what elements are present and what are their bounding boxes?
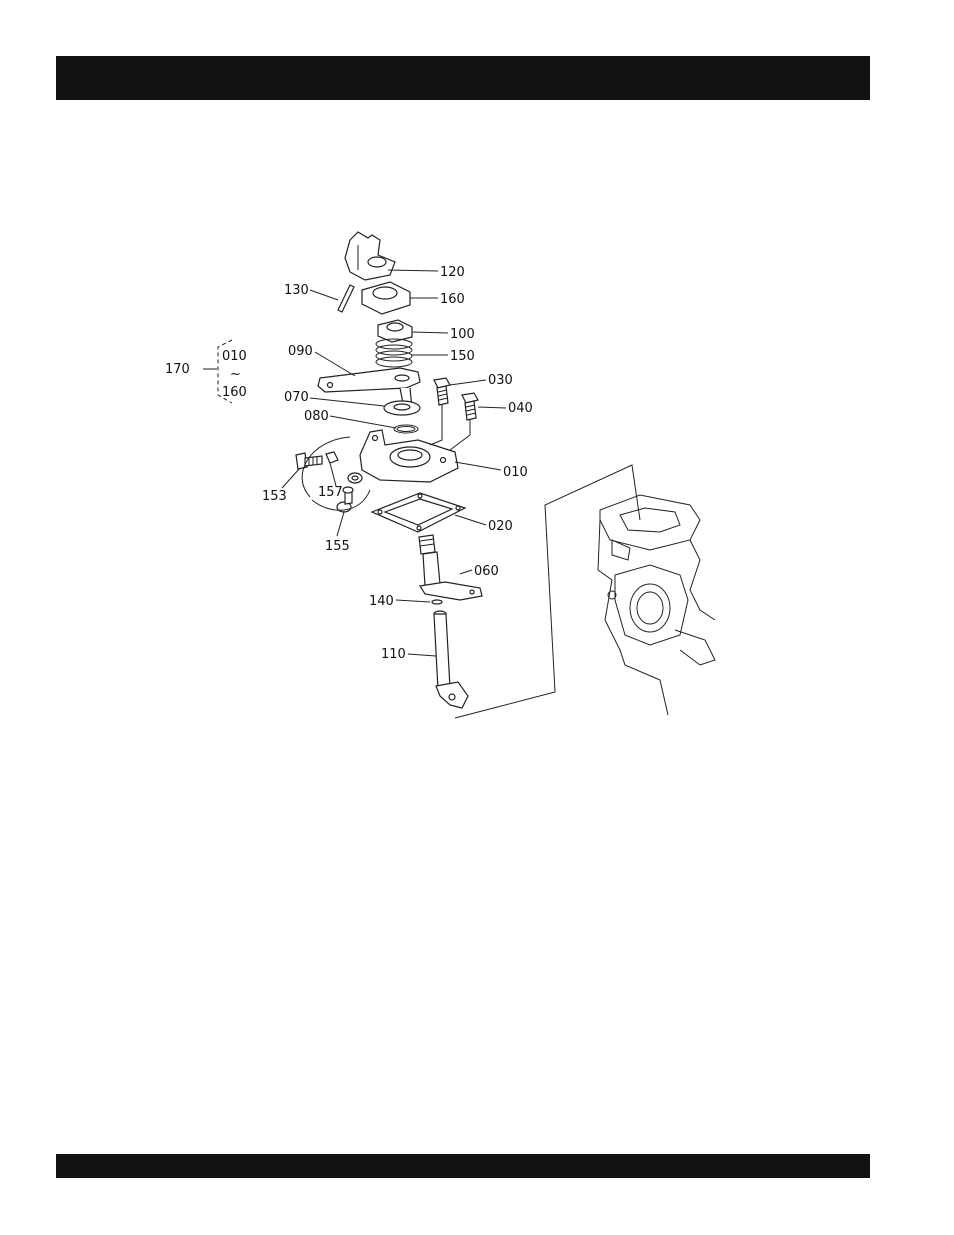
label-range-end: 160 — [222, 385, 247, 400]
label-120: 120 — [440, 265, 465, 280]
part-130-pin — [338, 285, 354, 312]
assembly-group-bracket: 170 010 ~ 160 — [165, 340, 247, 403]
label-160: 160 — [440, 292, 465, 307]
part-160-collar — [362, 282, 410, 314]
label-010: 010 — [503, 465, 528, 480]
engine-block-drawing — [598, 495, 715, 715]
label-140: 140 — [369, 594, 394, 609]
part-110-long-shaft — [434, 611, 468, 708]
label-070: 070 — [284, 390, 309, 405]
label-080: 080 — [304, 409, 329, 424]
label-090: 090 — [288, 344, 313, 359]
label-range-start: 010 — [222, 349, 247, 364]
label-150: 150 — [450, 349, 475, 364]
part-140-clip — [432, 600, 442, 604]
part-060-shaft-arm — [419, 535, 482, 600]
part-030-bolt — [434, 378, 450, 405]
label-130: 130 — [284, 283, 309, 298]
part-040-bolt — [462, 393, 478, 420]
label-060: 060 — [474, 564, 499, 579]
label-030: 030 — [488, 373, 513, 388]
part-010-housing — [360, 430, 458, 482]
part-153-bolt — [296, 453, 322, 469]
part-070-washer — [384, 401, 420, 415]
label-range-sep: ~ — [230, 367, 241, 382]
label-100: 100 — [450, 327, 475, 342]
label-157: 157 — [318, 485, 343, 500]
label-153: 153 — [262, 489, 287, 504]
label-170: 170 — [165, 362, 190, 377]
label-040: 040 — [508, 401, 533, 416]
footer-bar — [56, 1154, 870, 1178]
part-020-gasket — [372, 493, 465, 532]
label-110: 110 — [381, 647, 406, 662]
part-080-o-ring — [394, 425, 418, 433]
label-155: 155 — [325, 539, 350, 554]
part-150-spring — [376, 339, 412, 367]
label-020: 020 — [488, 519, 513, 534]
part-120-lever-fork — [345, 232, 395, 280]
